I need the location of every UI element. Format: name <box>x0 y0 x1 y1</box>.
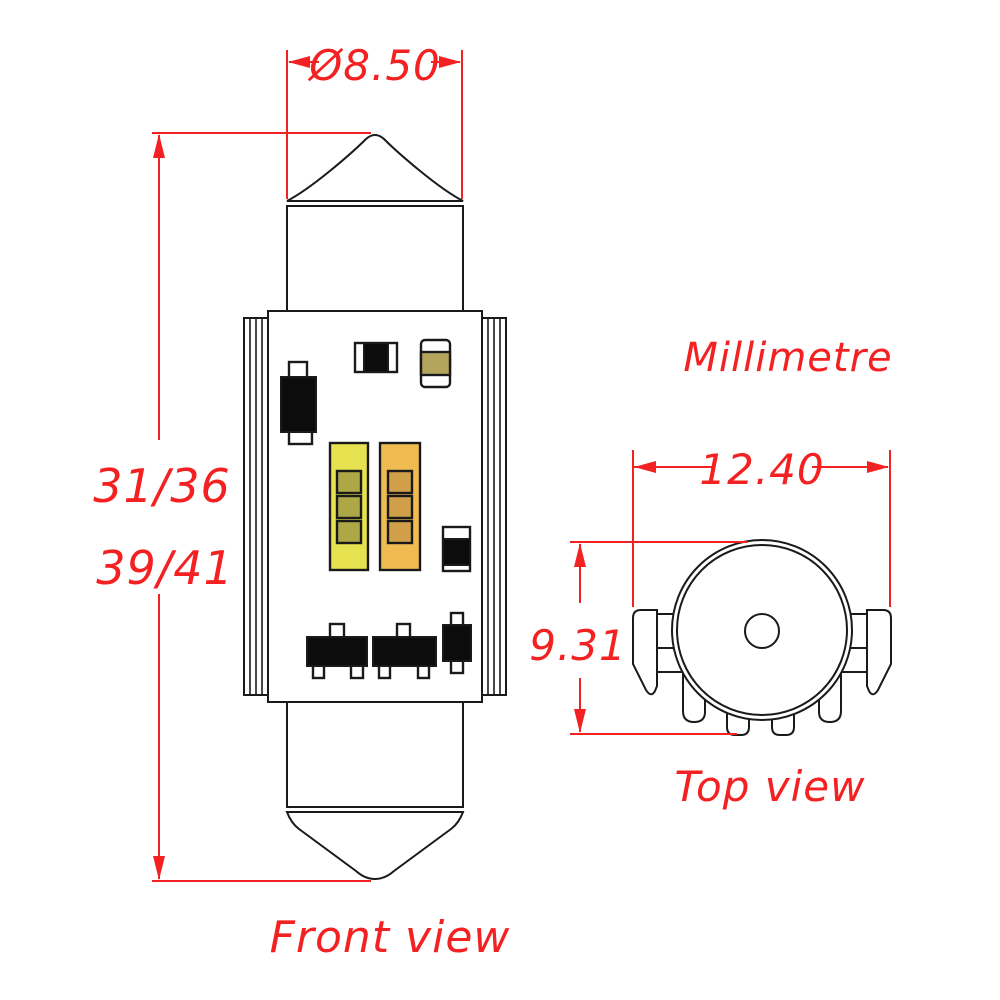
front-lower-glass-tube <box>286 701 464 808</box>
led-strip-amber <box>378 441 422 572</box>
arrowhead-down <box>153 856 165 880</box>
length-dimension: 31/36 39/41 <box>93 132 371 882</box>
arrowhead-up <box>574 543 586 567</box>
transistor-middle <box>372 622 437 680</box>
right-clip-hook <box>866 609 892 696</box>
front-view-caption: Front view <box>270 912 511 963</box>
arrowhead-left <box>634 461 656 473</box>
front-upper-glass-tube <box>286 205 464 312</box>
arrowhead-left <box>288 56 310 68</box>
width-dimension-text: 12.40 <box>699 445 824 494</box>
front-bottom-cone <box>285 811 465 881</box>
height-dimension-text: 9.31 <box>529 621 627 670</box>
diameter-dimension-text: Ø8.50 <box>307 41 441 90</box>
width-dimension: 12.40 <box>632 445 891 607</box>
smd-resistor <box>353 341 399 374</box>
bulb-outline-inner <box>676 544 848 716</box>
transistor-left <box>306 622 368 680</box>
left-clip-hook <box>632 609 658 696</box>
center-hole <box>744 613 780 649</box>
length-dimension-text-line2: 39/41 <box>96 541 234 595</box>
arrowhead-down <box>574 709 586 733</box>
arrowhead-up <box>153 134 165 158</box>
top-view-right-clip <box>818 609 892 724</box>
bulb-outline-outer <box>671 539 853 721</box>
smd-chip-right <box>441 525 472 573</box>
top-view-caption: Top view <box>675 762 866 811</box>
arrowhead-right <box>867 461 889 473</box>
arrowhead-right <box>439 56 461 68</box>
top-view <box>632 539 892 736</box>
led-strip-yellow <box>328 441 370 572</box>
length-dimension-text-line1: 31/36 <box>93 459 231 513</box>
smd-capacitor <box>419 338 452 389</box>
smd-diode <box>280 360 317 446</box>
height-dimension: 9.31 <box>529 541 748 735</box>
transistor-right <box>442 611 472 675</box>
unit-label: Millimetre <box>683 335 892 381</box>
diameter-dimension: Ø8.50 <box>286 41 463 199</box>
front-view <box>243 134 507 881</box>
front-top-cone <box>286 134 464 202</box>
